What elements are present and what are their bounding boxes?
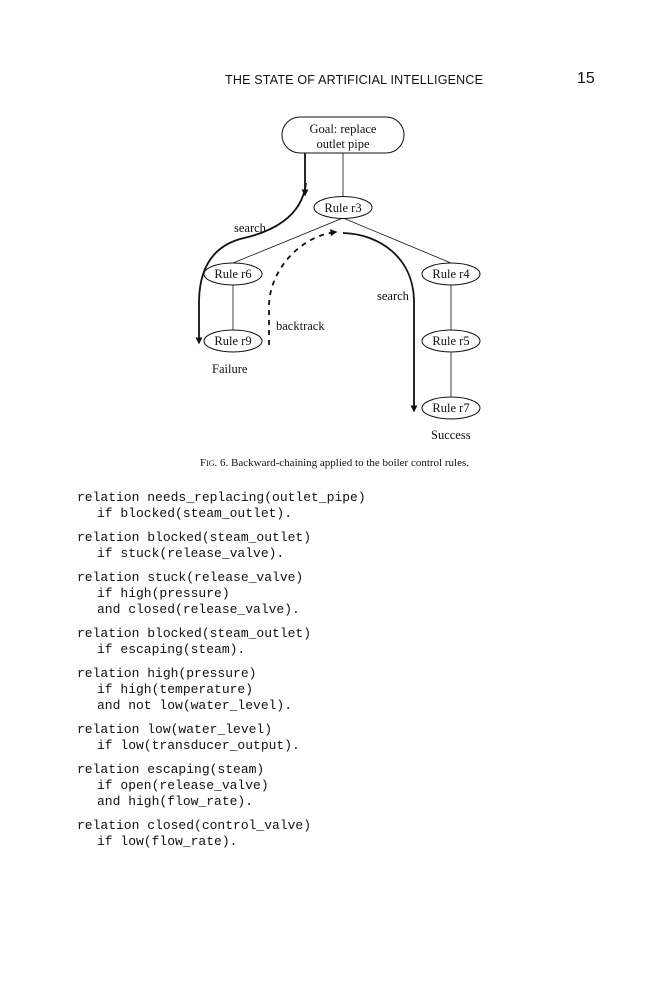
rule-r4-node xyxy=(421,262,481,286)
left-search-path xyxy=(195,182,307,345)
code-line: relation stuck(release_valve) xyxy=(77,570,304,585)
failure-label: Failure xyxy=(212,362,248,376)
goal-node xyxy=(281,116,405,154)
code-rule: relation high(pressure)if high(temperatu… xyxy=(77,666,366,714)
code-line: if open(release_valve) xyxy=(97,778,269,793)
code-line: if stuck(release_valve). xyxy=(97,546,285,561)
rules-code-block: relation needs_replacing(outlet_pipe)if … xyxy=(77,490,366,858)
rule-r5-label: Rule r5 xyxy=(432,334,469,348)
goal-label-line1: Goal: replace xyxy=(310,122,377,136)
edge-r3-r6 xyxy=(232,217,344,264)
goal-label-line2: outlet pipe xyxy=(316,137,370,151)
figure-diagram: Goal: replace outlet pipe Rule r3 Rule r… xyxy=(195,116,481,442)
code-line: relation closed(control_valve) xyxy=(77,818,312,833)
rule-r7-label: Rule r7 xyxy=(432,401,469,415)
code-rule: relation blocked(steam_outlet)if escapin… xyxy=(77,626,366,658)
backtrack-label: backtrack xyxy=(276,319,325,333)
code-line: if escaping(steam). xyxy=(97,642,246,657)
rule-r5-node xyxy=(421,329,481,353)
code-line: if blocked(steam_outlet). xyxy=(97,506,293,521)
figure-caption-label: Fig. 6. xyxy=(199,457,229,469)
rule-r9-node xyxy=(203,329,263,353)
code-line: and closed(release_valve). xyxy=(97,602,300,617)
code-rule: relation needs_replacing(outlet_pipe)if … xyxy=(77,490,366,522)
rule-r9-label: Rule r9 xyxy=(214,334,251,348)
rule-r6-label: Rule r6 xyxy=(214,267,251,281)
rule-r3-node xyxy=(313,196,373,219)
rule-r7-node xyxy=(421,396,481,420)
code-line: relation low(water_level) xyxy=(77,722,273,737)
running-head-title: THE STATE OF ARTIFICIAL INTELLIGENCE xyxy=(225,73,484,87)
code-line: relation blocked(steam_outlet) xyxy=(77,626,312,641)
search-label-right: search xyxy=(377,289,410,303)
code-line: if high(pressure) xyxy=(97,586,230,601)
figure-caption: Fig. 6. Backward-chaining applied to the… xyxy=(0,457,669,469)
code-rule: relation stuck(release_valve)if high(pre… xyxy=(77,570,366,618)
backtrack-path xyxy=(268,229,338,345)
code-line: relation blocked(steam_outlet) xyxy=(77,530,312,545)
code-line: if low(transducer_output). xyxy=(97,738,300,753)
figure-caption-text: Backward-chaining applied to the boiler … xyxy=(231,457,469,469)
code-rule: relation low(water_level)if low(transduc… xyxy=(77,722,366,754)
edge-r3-r4 xyxy=(342,217,452,264)
rule-r3-label: Rule r3 xyxy=(324,201,361,215)
search-label-left: search xyxy=(234,221,267,235)
code-line: if low(flow_rate). xyxy=(97,834,238,849)
code-line: relation escaping(steam) xyxy=(77,762,265,777)
code-line: relation needs_replacing(outlet_pipe) xyxy=(77,490,366,505)
rule-r4-label: Rule r4 xyxy=(432,267,470,281)
code-rule: relation closed(control_valve)if low(flo… xyxy=(77,818,366,850)
code-line: if high(temperature) xyxy=(97,682,254,697)
code-rule: relation blocked(steam_outlet)if stuck(r… xyxy=(77,530,366,562)
success-label: Success xyxy=(431,428,471,442)
page-number: 15 xyxy=(577,70,595,87)
right-search-path xyxy=(342,232,418,413)
backward-chaining-figure: Goal: replace outlet pipe Rule r3 Rule r… xyxy=(0,0,669,460)
code-line: relation high(pressure) xyxy=(77,666,257,681)
code-line: and not low(water_level). xyxy=(97,698,293,713)
code-line: and high(flow_rate). xyxy=(97,794,254,809)
code-rule: relation escaping(steam)if open(release_… xyxy=(77,762,366,810)
